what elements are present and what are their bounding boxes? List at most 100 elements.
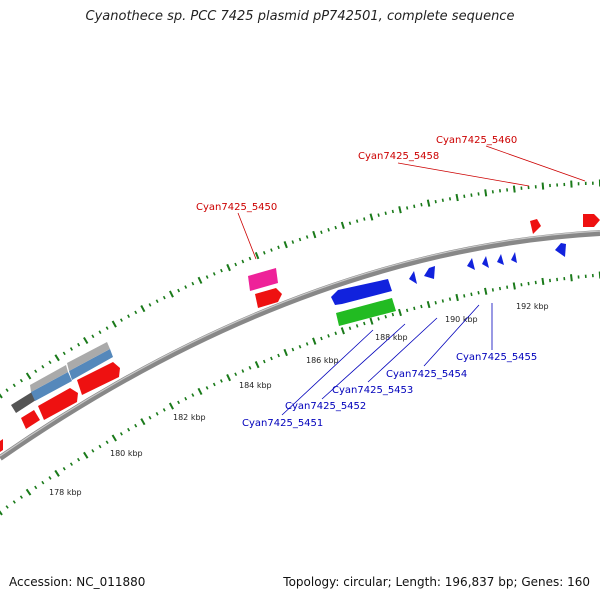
- inner-tick: [148, 415, 152, 420]
- inner-tick: [134, 423, 138, 428]
- forward-leader-lines: [237, 145, 586, 260]
- outer-tick: [512, 185, 516, 193]
- leader-5458: [397, 162, 530, 187]
- outer-tick: [277, 245, 280, 250]
- outer-tick: [197, 276, 203, 284]
- inner-tick: [534, 280, 537, 285]
- outer-tick: [119, 318, 123, 322]
- gene-blue-5455a[interactable]: [467, 258, 475, 270]
- outer-tick: [140, 305, 146, 313]
- tick-label-180: 180 kbp: [110, 449, 143, 458]
- inner-tick: [570, 274, 573, 282]
- outer-tick: [384, 211, 387, 215]
- outer-tick: [134, 310, 138, 315]
- gene-red-edge[interactable]: [0, 439, 3, 452]
- gene-label-5460[interactable]: Cyan7425_5460: [436, 135, 517, 146]
- gene-red-3[interactable]: [77, 362, 120, 395]
- outer-tick: [340, 221, 345, 229]
- gene-blue-5455b[interactable]: [482, 256, 489, 268]
- inner-tick: [111, 434, 117, 442]
- gene-label-5450[interactable]: Cyan7425_5450: [196, 202, 277, 213]
- outer-tick: [212, 272, 216, 276]
- leader-5452: [321, 323, 406, 400]
- inner-tick: [312, 337, 317, 345]
- gene-red-5460[interactable]: [583, 214, 600, 227]
- gene-blue-5454[interactable]: [424, 266, 435, 279]
- outer-tick: [248, 256, 252, 261]
- gene-blue-5451[interactable]: [331, 279, 392, 305]
- inner-tick: [262, 359, 266, 364]
- plasmid-backbone-highlight: [0, 230, 600, 457]
- inner-tick: [41, 480, 45, 485]
- tick-label-178: 178 kbp: [49, 488, 82, 497]
- tick-label-192: 192 kbp: [516, 302, 549, 311]
- gene-label-5453[interactable]: Cyan7425_5453: [332, 385, 413, 396]
- gene-label-5454[interactable]: Cyan7425_5454: [386, 369, 467, 380]
- outer-tick: [283, 241, 288, 249]
- outer-tick: [241, 259, 245, 264]
- gene-pink-5450[interactable]: [248, 268, 278, 291]
- inner-tick: [391, 312, 395, 317]
- inner-tick: [119, 432, 123, 436]
- inner-tick: [105, 440, 109, 445]
- outer-tick: [441, 198, 444, 202]
- gene-red-2[interactable]: [38, 388, 78, 420]
- inner-tick: [369, 317, 374, 325]
- outer-tick: [19, 378, 23, 383]
- reverse-genes: [331, 243, 566, 326]
- outer-tick: [69, 347, 73, 351]
- tick-label-186: 186 kbp: [306, 356, 339, 365]
- outer-tick: [205, 275, 209, 279]
- outer-tick: [83, 336, 89, 345]
- inner-tick: [91, 449, 95, 453]
- gene-steel-2[interactable]: [69, 349, 113, 380]
- inner-tick: [205, 386, 209, 390]
- gene-red-5450b[interactable]: [255, 288, 282, 308]
- outer-tick: [169, 290, 174, 298]
- inner-tick: [541, 277, 545, 286]
- outer-tick: [327, 228, 330, 232]
- gene-steel-1[interactable]: [31, 372, 72, 401]
- inner-tick: [127, 427, 131, 432]
- inner-tick: [348, 326, 352, 331]
- gene-label-5451[interactable]: Cyan7425_5451: [242, 418, 323, 429]
- inner-tick: [413, 306, 416, 311]
- outer-tick: [363, 217, 366, 221]
- gene-blue-5453[interactable]: [409, 271, 417, 284]
- outer-tick: [111, 320, 117, 328]
- reverse-gene-labels: Cyan7425_5451 Cyan7425_5452 Cyan7425_545…: [242, 352, 537, 429]
- outer-tick: [484, 189, 488, 197]
- inner-tick: [420, 304, 423, 309]
- inner-tick: [291, 347, 295, 352]
- outer-tick: [477, 192, 480, 196]
- gene-label-5452[interactable]: Cyan7425_5452: [285, 401, 366, 412]
- leader-5453: [367, 317, 438, 383]
- outer-tick: [448, 197, 452, 201]
- inner-tick: [197, 387, 203, 396]
- gene-green-5452[interactable]: [336, 298, 396, 326]
- gene-label-5458[interactable]: Cyan7425_5458: [358, 151, 439, 162]
- inner-tick: [234, 372, 238, 377]
- leader-5451: [281, 329, 374, 416]
- gene-red-1[interactable]: [21, 410, 40, 429]
- gene-blue-5455d[interactable]: [511, 252, 517, 263]
- gene-gray-1[interactable]: [30, 365, 68, 392]
- gene-dark-1[interactable]: [11, 392, 36, 413]
- outer-tick: [234, 262, 238, 267]
- inner-tick: [48, 476, 52, 480]
- gene-label-5455[interactable]: Cyan7425_5455: [456, 352, 537, 363]
- outer-tick: [305, 235, 309, 239]
- inner-tick: [219, 379, 223, 383]
- gene-blue-5456[interactable]: [555, 243, 566, 257]
- gene-red-5458[interactable]: [530, 219, 541, 234]
- inner-tick: [512, 282, 516, 290]
- outer-tick: [348, 221, 352, 225]
- gene-gray-2[interactable]: [67, 342, 110, 371]
- outer-tick: [41, 364, 45, 369]
- gene-blue-5455c[interactable]: [497, 254, 504, 265]
- inner-tick: [363, 321, 366, 326]
- outer-tick: [226, 263, 231, 272]
- outer-tick: [127, 314, 131, 318]
- outer-tick: [406, 206, 409, 210]
- outer-tick: [426, 199, 431, 207]
